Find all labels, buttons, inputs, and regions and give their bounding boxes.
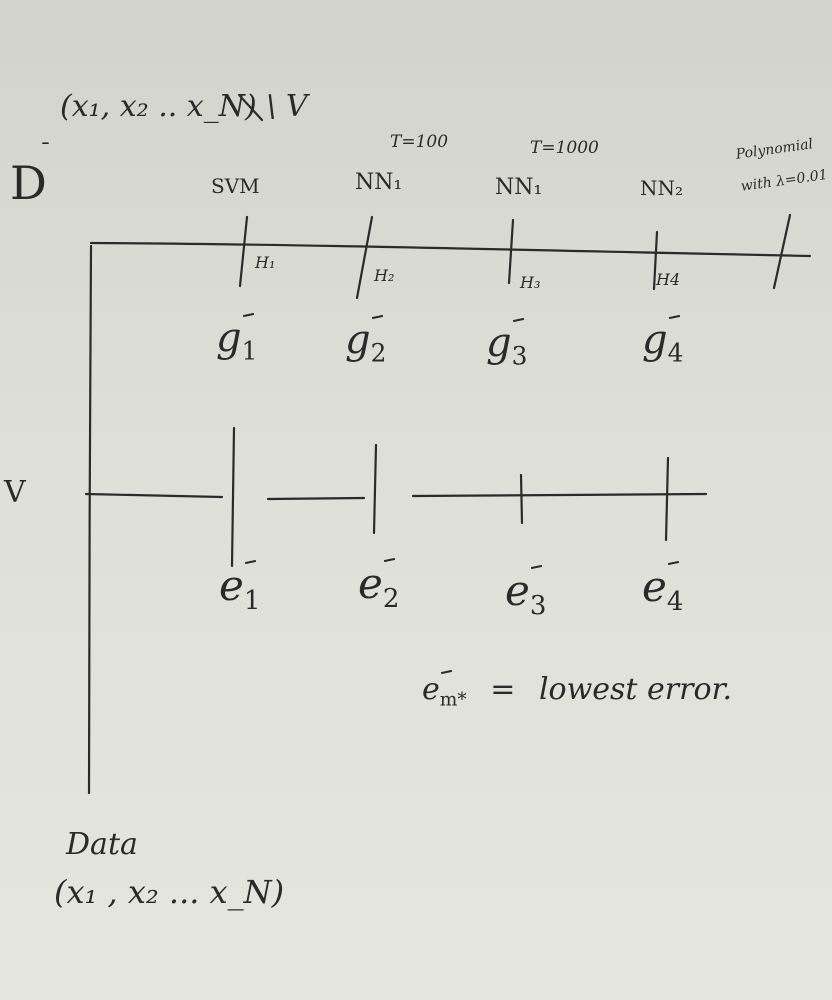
d-minus-label: D	[10, 156, 47, 210]
d-minus-args: (x₁, x₂ .. x_N) \ V	[60, 89, 308, 124]
model-param-nn1-100: T=100	[390, 132, 449, 152]
d-minus-bar: ¯	[40, 140, 51, 165]
model-param-nn1-1000: T=1000	[530, 138, 599, 158]
g-minus-1: g1	[216, 315, 258, 366]
vtick-4	[664, 456, 670, 542]
best-eq-sign: =	[490, 672, 516, 707]
vertical-axis	[87, 244, 93, 795]
best-error-text: lowest error.	[538, 672, 733, 707]
e-minus-1: e1	[219, 561, 261, 617]
hyp-label-2: H₂	[374, 266, 395, 285]
vtick-3	[519, 473, 524, 525]
e-minus-4: e4	[642, 562, 684, 618]
set-minus-stroke	[238, 94, 264, 122]
tick-poly	[772, 213, 792, 290]
training-line	[89, 241, 812, 258]
data-args: (x₁ , x₂ ... x_N)	[54, 873, 285, 911]
model-label-nn2: NN₂	[640, 176, 684, 200]
validation-seg-1	[84, 492, 224, 499]
data-label: Data	[66, 827, 138, 862]
validation-seg-2	[266, 496, 366, 501]
tick-nn2	[652, 230, 659, 291]
best-error-expression: em* = lowest error.	[422, 672, 733, 711]
vtick-2	[372, 443, 378, 535]
model-label-nn1-100: NN₁	[355, 170, 403, 195]
e-minus-2: e2	[358, 559, 400, 615]
tick-svm	[238, 215, 249, 288]
e-minus-3: e3	[505, 566, 547, 622]
hyp-label-1: H₁	[255, 253, 276, 272]
tick-nn1-1000	[507, 218, 515, 285]
hyp-label-3: H₃	[520, 273, 541, 292]
g-minus-2: g2	[345, 317, 387, 368]
model-label-nn1-1000: NN₁	[495, 175, 543, 200]
validation-label: V	[4, 475, 26, 510]
tick-nn1-100	[355, 215, 374, 300]
g-minus-4: g4	[642, 317, 684, 368]
model-label-svm: SVM	[211, 174, 260, 198]
g-minus-3: g3	[486, 320, 528, 371]
validation-seg-3	[411, 492, 708, 498]
hyp-label-4: H4	[656, 270, 681, 289]
vtick-1	[230, 426, 236, 568]
